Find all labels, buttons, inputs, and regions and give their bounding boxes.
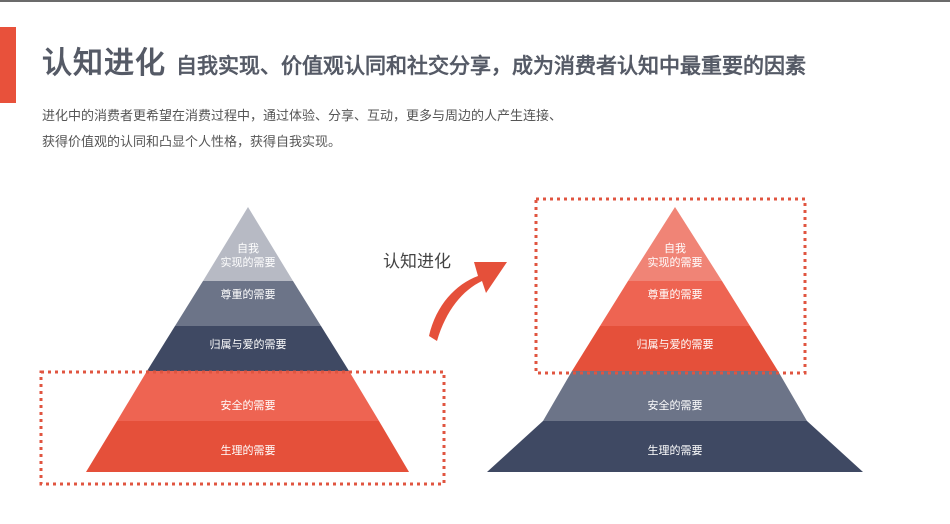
right-highlight-box [534,197,807,375]
description: 进化中的消费者更希望在消费过程中，通过体验、分享、互动，更多与周边的人产生连接、… [42,104,562,156]
title-subtitle: 自我实现、价值观认同和社交分享，成为消费者认知中最重要的因素 [176,54,806,78]
right-tier-physiological [487,421,863,472]
right-label-1a: 自我 [664,242,686,255]
left-label-2: 尊重的需要 [221,287,276,301]
left-label-4: 安全的需要 [221,398,276,412]
left-label-3: 归属与爱的需要 [210,337,287,351]
left-tier-esteem [175,281,321,326]
page-title: 认知进化自我实现、价值观认同和社交分享，成为消费者认知中最重要的因素 [42,38,806,82]
title-accent-bar [0,27,16,103]
top-divider [0,0,950,2]
right-label-5: 生理的需要 [648,443,703,457]
left-tier-belonging [147,326,349,371]
left-label-1a: 自我 [237,242,259,255]
evolution-arrow: 认知进化 [383,252,507,341]
right-pyramid: 自我 实现的需要 尊重的需要 归属与爱的需要 安全的需要 生理的需要 [487,197,863,472]
right-label-2: 尊重的需要 [648,287,703,301]
right-label-3: 归属与爱的需要 [637,337,714,351]
description-line-2: 获得价值观的认同和凸显个人性格，获得自我实现。 [42,135,342,150]
left-label-5: 生理的需要 [221,443,276,457]
right-tier-self-actualization [628,207,722,281]
left-tier-physiological [86,421,409,472]
left-tier-self-actualization [203,207,293,281]
title-main: 认知进化 [42,46,166,81]
right-tier-belonging [572,326,778,371]
left-label-1b: 实现的需要 [221,255,276,269]
right-label-1b: 实现的需要 [648,255,703,269]
left-highlight-box [39,370,446,486]
left-tier-safety [117,371,379,421]
arrow-label: 认知进化 [383,252,451,272]
description-line-1: 进化中的消费者更希望在消费过程中，通过体验、分享、互动，更多与周边的人产生连接、 [42,109,563,124]
left-pyramid: 自我 实现的需要 尊重的需要 归属与爱的需要 安全的需要 生理的需要 [39,207,446,486]
arrow-icon [429,262,507,341]
right-tier-safety [543,371,807,421]
right-tier-esteem [600,281,750,326]
right-label-4: 安全的需要 [648,398,703,412]
